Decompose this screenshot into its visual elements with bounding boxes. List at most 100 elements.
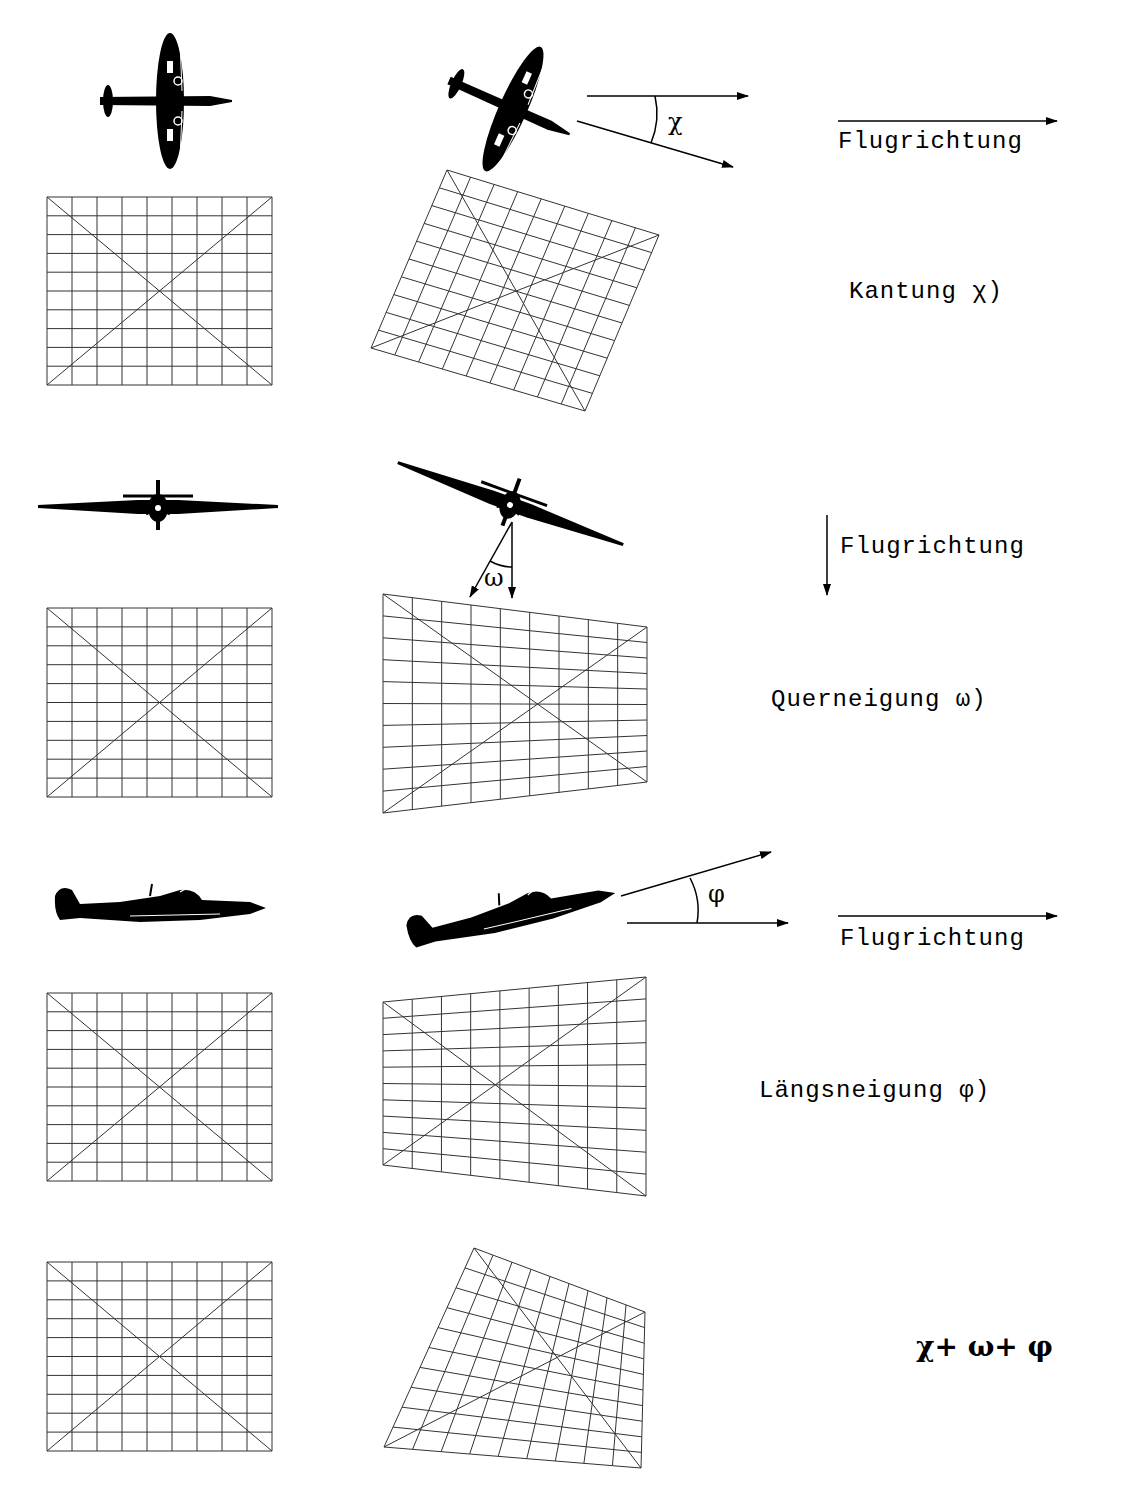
rotation-name: Längsneigung φ) — [759, 1079, 990, 1103]
grid-line — [47, 1105, 272, 1106]
grid-line — [383, 1084, 646, 1087]
grid-line — [47, 1049, 272, 1050]
grid-line — [47, 1432, 272, 1433]
grid-line — [47, 993, 272, 994]
grid-line — [393, 1427, 641, 1452]
grid-line — [383, 782, 647, 813]
grid-line — [47, 1280, 272, 1281]
angle-symbol: φ — [708, 882, 725, 906]
grid-line — [47, 1011, 272, 1012]
grid-line — [47, 385, 272, 386]
grid-line — [47, 608, 272, 797]
grid-line — [47, 608, 272, 797]
grid-line — [47, 1143, 272, 1144]
rotation-name: Querneigung ω) — [771, 688, 987, 712]
grid-line — [383, 1021, 646, 1035]
grid-line — [383, 627, 647, 813]
grid-line — [383, 1116, 646, 1130]
grid-line — [383, 660, 647, 674]
grid-line — [47, 1162, 272, 1163]
direction-label: Flugrichtung — [840, 535, 1025, 559]
grid-line — [47, 608, 272, 609]
grid-line — [47, 1181, 272, 1182]
combined-label: χ+ ω+ φ — [916, 1333, 1053, 1361]
grid-line — [47, 1068, 272, 1069]
grid-line — [47, 253, 272, 254]
grid-line — [383, 977, 646, 1002]
grid-line — [384, 1312, 645, 1447]
grid-line — [383, 720, 647, 725]
grid-line — [417, 241, 630, 305]
grid-line — [379, 330, 593, 393]
grid-line — [47, 1318, 272, 1319]
grid-line — [383, 977, 646, 1165]
grid-line — [47, 664, 272, 665]
direction-label: Flugrichtung — [838, 130, 1023, 154]
grid-line — [47, 215, 272, 216]
grid-line — [383, 1002, 646, 1196]
grid-line — [47, 1262, 272, 1451]
grid-line — [47, 778, 272, 779]
grid-line — [384, 1447, 641, 1468]
grid-line — [47, 1262, 272, 1263]
grid-line — [47, 309, 272, 310]
grid-line — [420, 1367, 643, 1405]
grid-line — [383, 1132, 646, 1152]
grid-line — [424, 223, 637, 287]
grid-line — [47, 1299, 272, 1300]
grid-line — [383, 1149, 646, 1174]
grid-line — [432, 206, 644, 271]
grid-line — [47, 740, 272, 741]
grid-line — [383, 736, 647, 748]
grid-line — [47, 683, 272, 684]
grid-line — [474, 1248, 641, 1468]
grid-line — [439, 188, 651, 253]
grid-line — [474, 1248, 645, 1312]
grid-line — [47, 272, 272, 273]
grid-line — [47, 197, 272, 385]
grid-line — [383, 999, 646, 1018]
grid-line — [383, 1165, 646, 1196]
grid-line — [47, 1337, 272, 1338]
grid-line — [47, 1413, 272, 1414]
grid-line — [47, 1451, 272, 1452]
grid-line — [47, 366, 272, 367]
grid-line — [47, 1394, 272, 1395]
grid-line — [47, 1262, 272, 1451]
grid-line — [465, 1268, 645, 1328]
grid-line — [47, 993, 272, 1181]
grid-line — [47, 797, 272, 798]
grid-line — [411, 1387, 642, 1421]
grid-line — [383, 1100, 646, 1109]
grid-line — [47, 347, 272, 348]
grid-line — [383, 1043, 646, 1051]
angle-symbol: χ — [668, 110, 683, 134]
grid-line — [383, 616, 647, 643]
grid-line — [447, 170, 585, 411]
grid-line — [47, 626, 272, 627]
angle-symbol: ω — [484, 566, 504, 590]
grid-line — [371, 235, 659, 348]
grid-line — [47, 328, 272, 329]
grid-line — [383, 704, 647, 705]
grid-line — [47, 721, 272, 722]
grid-line — [438, 1328, 643, 1375]
rotation-name: Kantung χ) — [849, 280, 1003, 304]
grid-line — [47, 645, 272, 646]
grid-line — [383, 594, 647, 782]
grid-line — [386, 312, 600, 375]
grid-line — [47, 1030, 272, 1031]
grid-line — [47, 197, 272, 198]
grid-line — [47, 993, 272, 1181]
grid-line — [383, 767, 647, 792]
direction-label: Flugrichtung — [840, 927, 1025, 951]
grid-line — [383, 1065, 646, 1068]
grid-line — [371, 348, 585, 411]
grid-line — [47, 197, 272, 385]
grid-line — [47, 234, 272, 235]
grid-line — [447, 1308, 644, 1359]
grid-line — [47, 1375, 272, 1376]
grid-line — [47, 759, 272, 760]
